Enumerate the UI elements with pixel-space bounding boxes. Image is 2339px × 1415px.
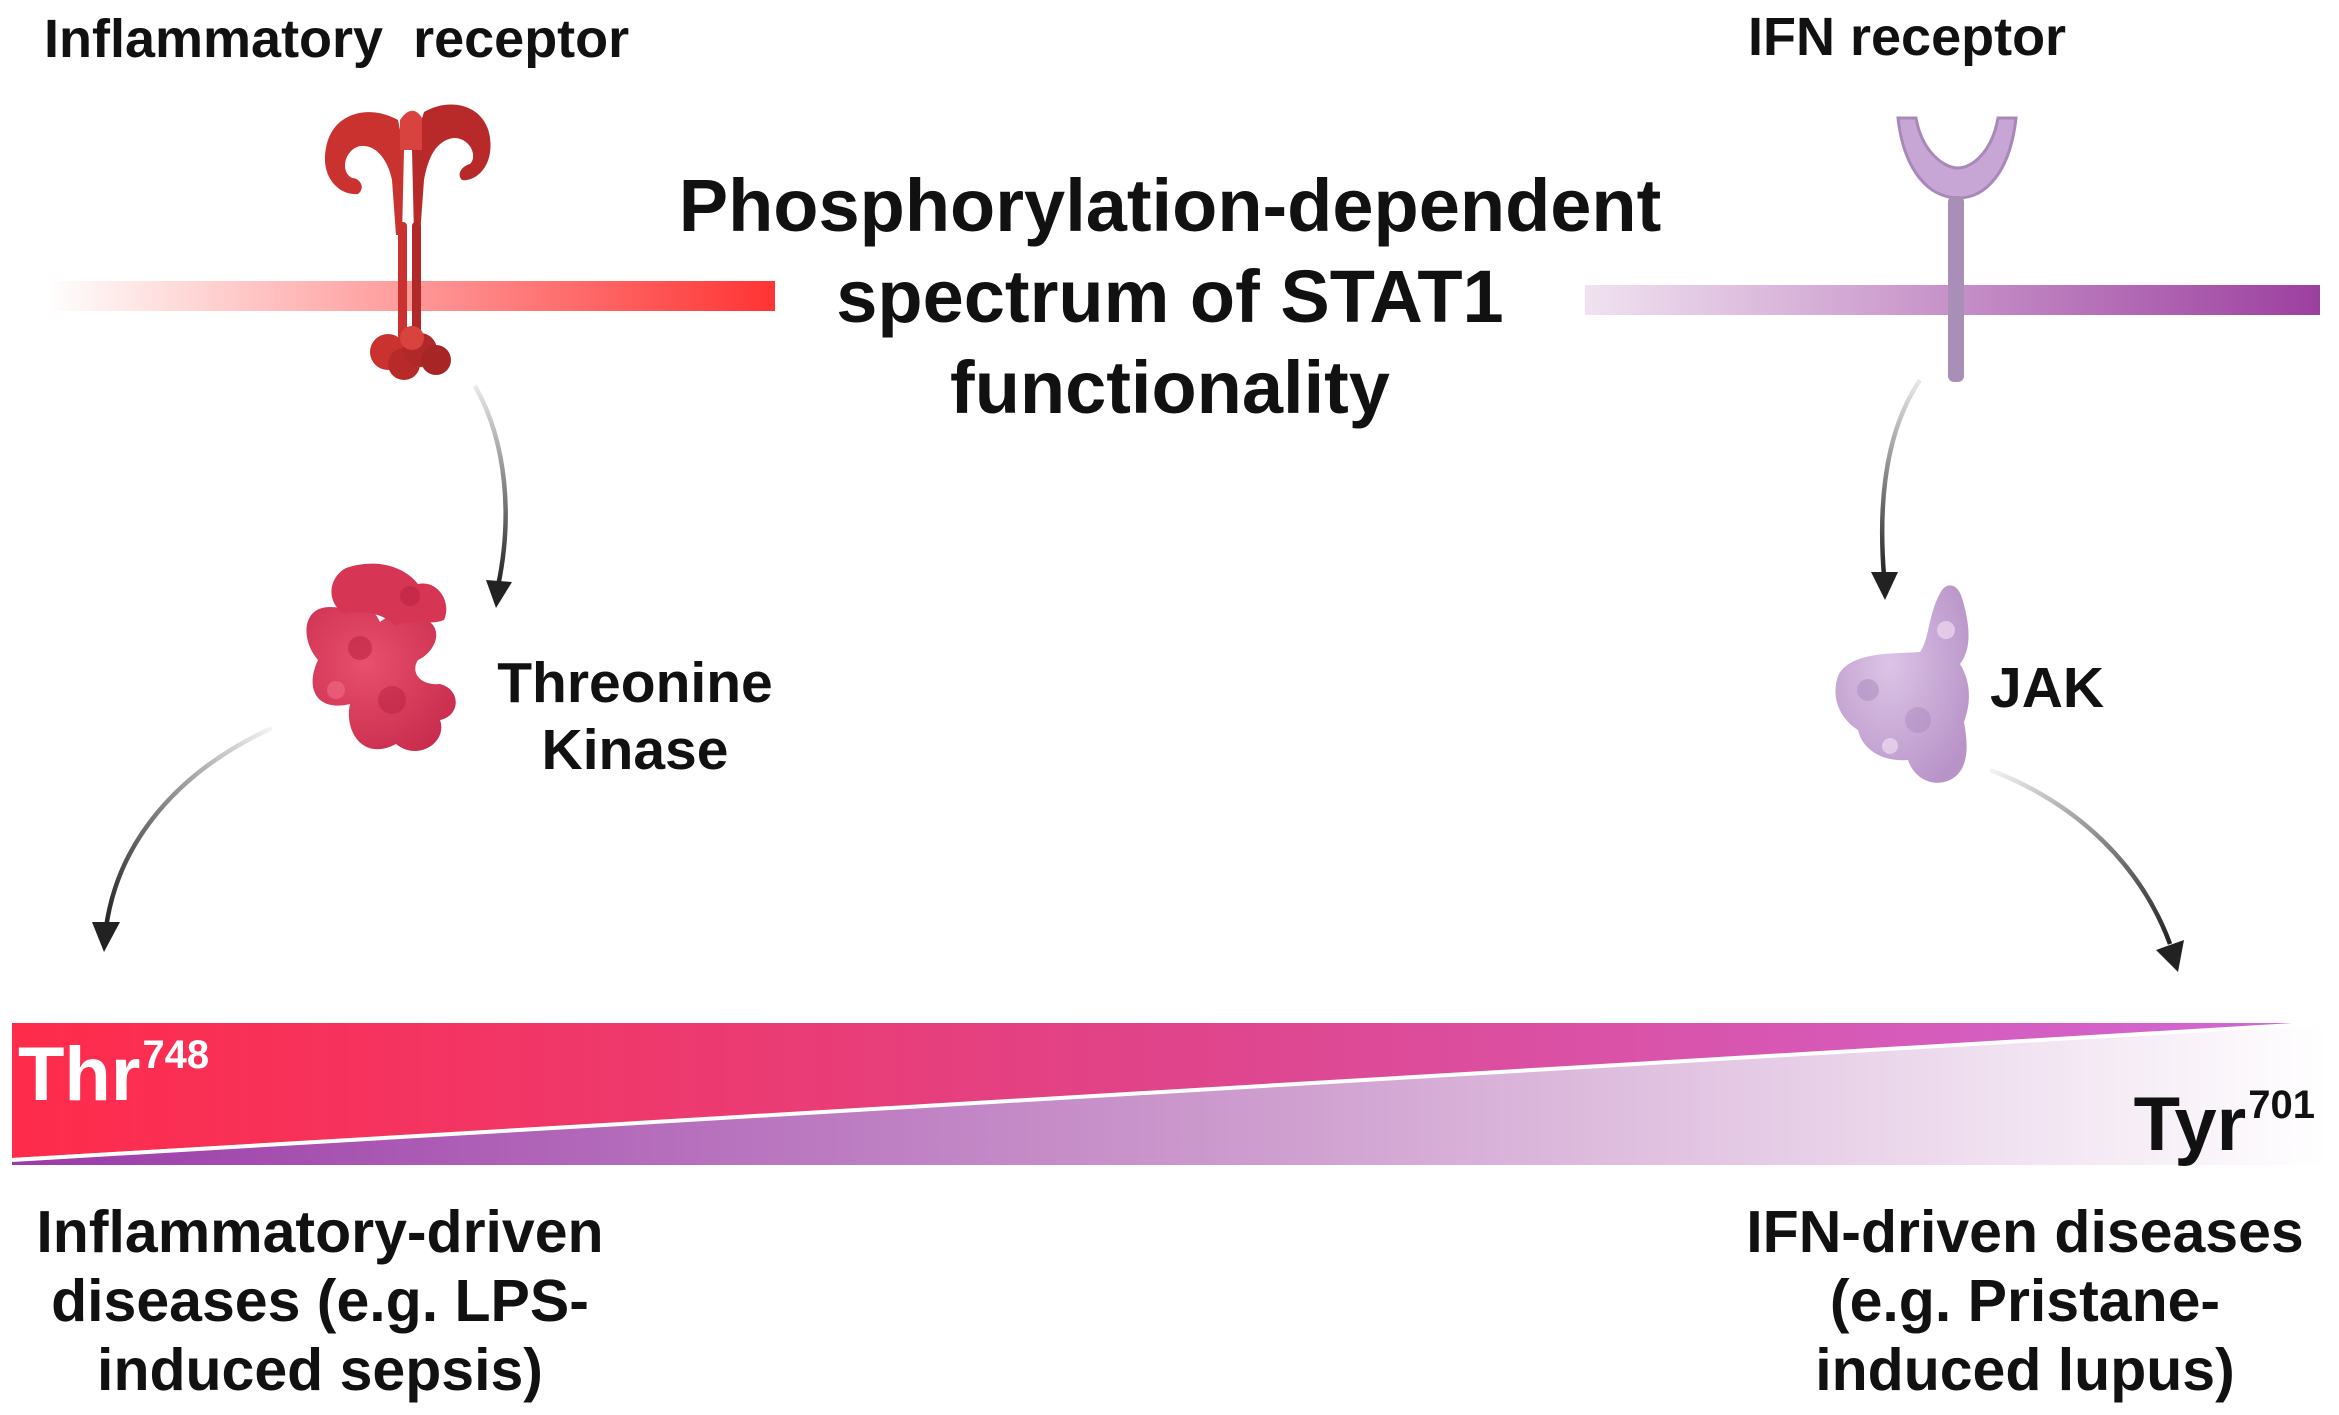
inflammatory-diseases-line: induced sepsis)	[97, 1337, 543, 1404]
thr-position: 748	[142, 1033, 210, 1077]
arrow-jak-to-tyr701	[1989, 767, 2184, 972]
ifn-receptor-label: IFN receptor	[1748, 7, 2067, 67]
inflammatory-receptor-label: Inflammatory receptor	[44, 9, 630, 69]
tyr701-label: Tyr701	[2134, 1080, 2315, 1170]
title-line: functionality	[950, 346, 1390, 430]
title-line: spectrum of STAT1	[836, 255, 1504, 339]
inflammatory-receptor-icon	[324, 104, 491, 380]
title-line: Phosphorylation-dependent	[678, 164, 1662, 247]
jak-icon	[1835, 585, 1969, 783]
ifn-diseases-line: (e.g. Pristane-	[1829, 1268, 2221, 1335]
tyr-position: 701	[2248, 1083, 2315, 1127]
thr748-label: Thr748	[18, 1030, 209, 1120]
threonine-kinase-label-line: Threonine	[497, 651, 773, 715]
threonine-kinase-label-line: Kinase	[541, 718, 729, 783]
ifn-diseases-line: induced lupus)	[1815, 1337, 2235, 1404]
ifn-diseases-line: IFN-driven diseases	[1746, 1199, 2304, 1265]
inflammatory-diseases-line: Inflammatory-driven	[36, 1199, 604, 1265]
arrow-threonine-kinase-to-thr748	[92, 725, 273, 952]
spectrum-divider	[11, 1021, 2328, 1162]
diagram-title: Phosphorylation-dependent spectrum of ST…	[620, 160, 1720, 433]
inflammatory-membrane	[45, 281, 775, 311]
threonine-kinase-icon	[306, 563, 456, 751]
arrow-receptor-to-threonine-kinase	[473, 384, 512, 608]
jak-label: JAK	[1990, 656, 2105, 720]
stat1-spectrum-bar	[11, 1021, 2328, 1165]
ifn-diseases-label: IFN-driven diseases (e.g. Pristane- indu…	[1725, 1198, 2325, 1405]
arrow-ifn-receptor-to-jak	[1871, 378, 1922, 600]
tyr-residue: Tyr	[2133, 1082, 2247, 1167]
inflammatory-diseases-line: diseases (e.g. LPS-	[51, 1268, 589, 1335]
inflammatory-diseases-label: Inflammatory-driven diseases (e.g. LPS- …	[0, 1198, 640, 1405]
thr-residue: Thr	[18, 1032, 141, 1117]
ifn-receptor-icon	[1896, 116, 2018, 382]
threonine-kinase-label: Threonine Kinase	[440, 650, 830, 785]
